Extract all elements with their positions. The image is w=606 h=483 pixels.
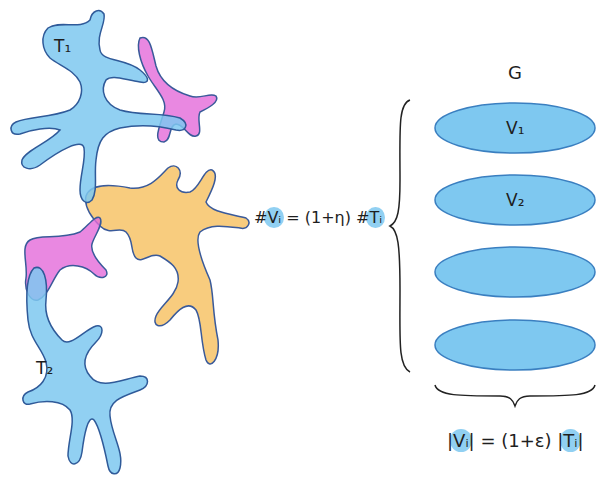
tree-part: T₂ <box>0 250 160 483</box>
size-equation: |Vᵢ| = (1+ε) |Tᵢ| <box>447 430 584 451</box>
part-shape <box>11 11 186 203</box>
part-outline <box>0 0 200 210</box>
count-equation: #Vᵢ = (1+η) #Tᵢ <box>254 208 382 227</box>
left-brace <box>390 100 410 372</box>
part-label: T₂ <box>36 358 53 378</box>
part-shape <box>435 103 595 153</box>
part-label: V₂ <box>506 190 524 210</box>
part-label: V₁ <box>506 118 524 138</box>
bottom-brace <box>435 385 595 406</box>
part-outline <box>0 250 160 483</box>
empty-part <box>435 247 595 297</box>
orange-tree <box>86 166 249 364</box>
part-shape <box>23 267 148 473</box>
part-label: T₁ <box>54 36 71 56</box>
empty-part <box>435 320 595 370</box>
vertex-part: V₁ <box>435 103 595 153</box>
vertex-part: V₂ <box>435 175 595 225</box>
part-shape <box>435 175 595 225</box>
tree-part: T₁ <box>0 0 200 210</box>
graph-name: G <box>508 62 522 83</box>
